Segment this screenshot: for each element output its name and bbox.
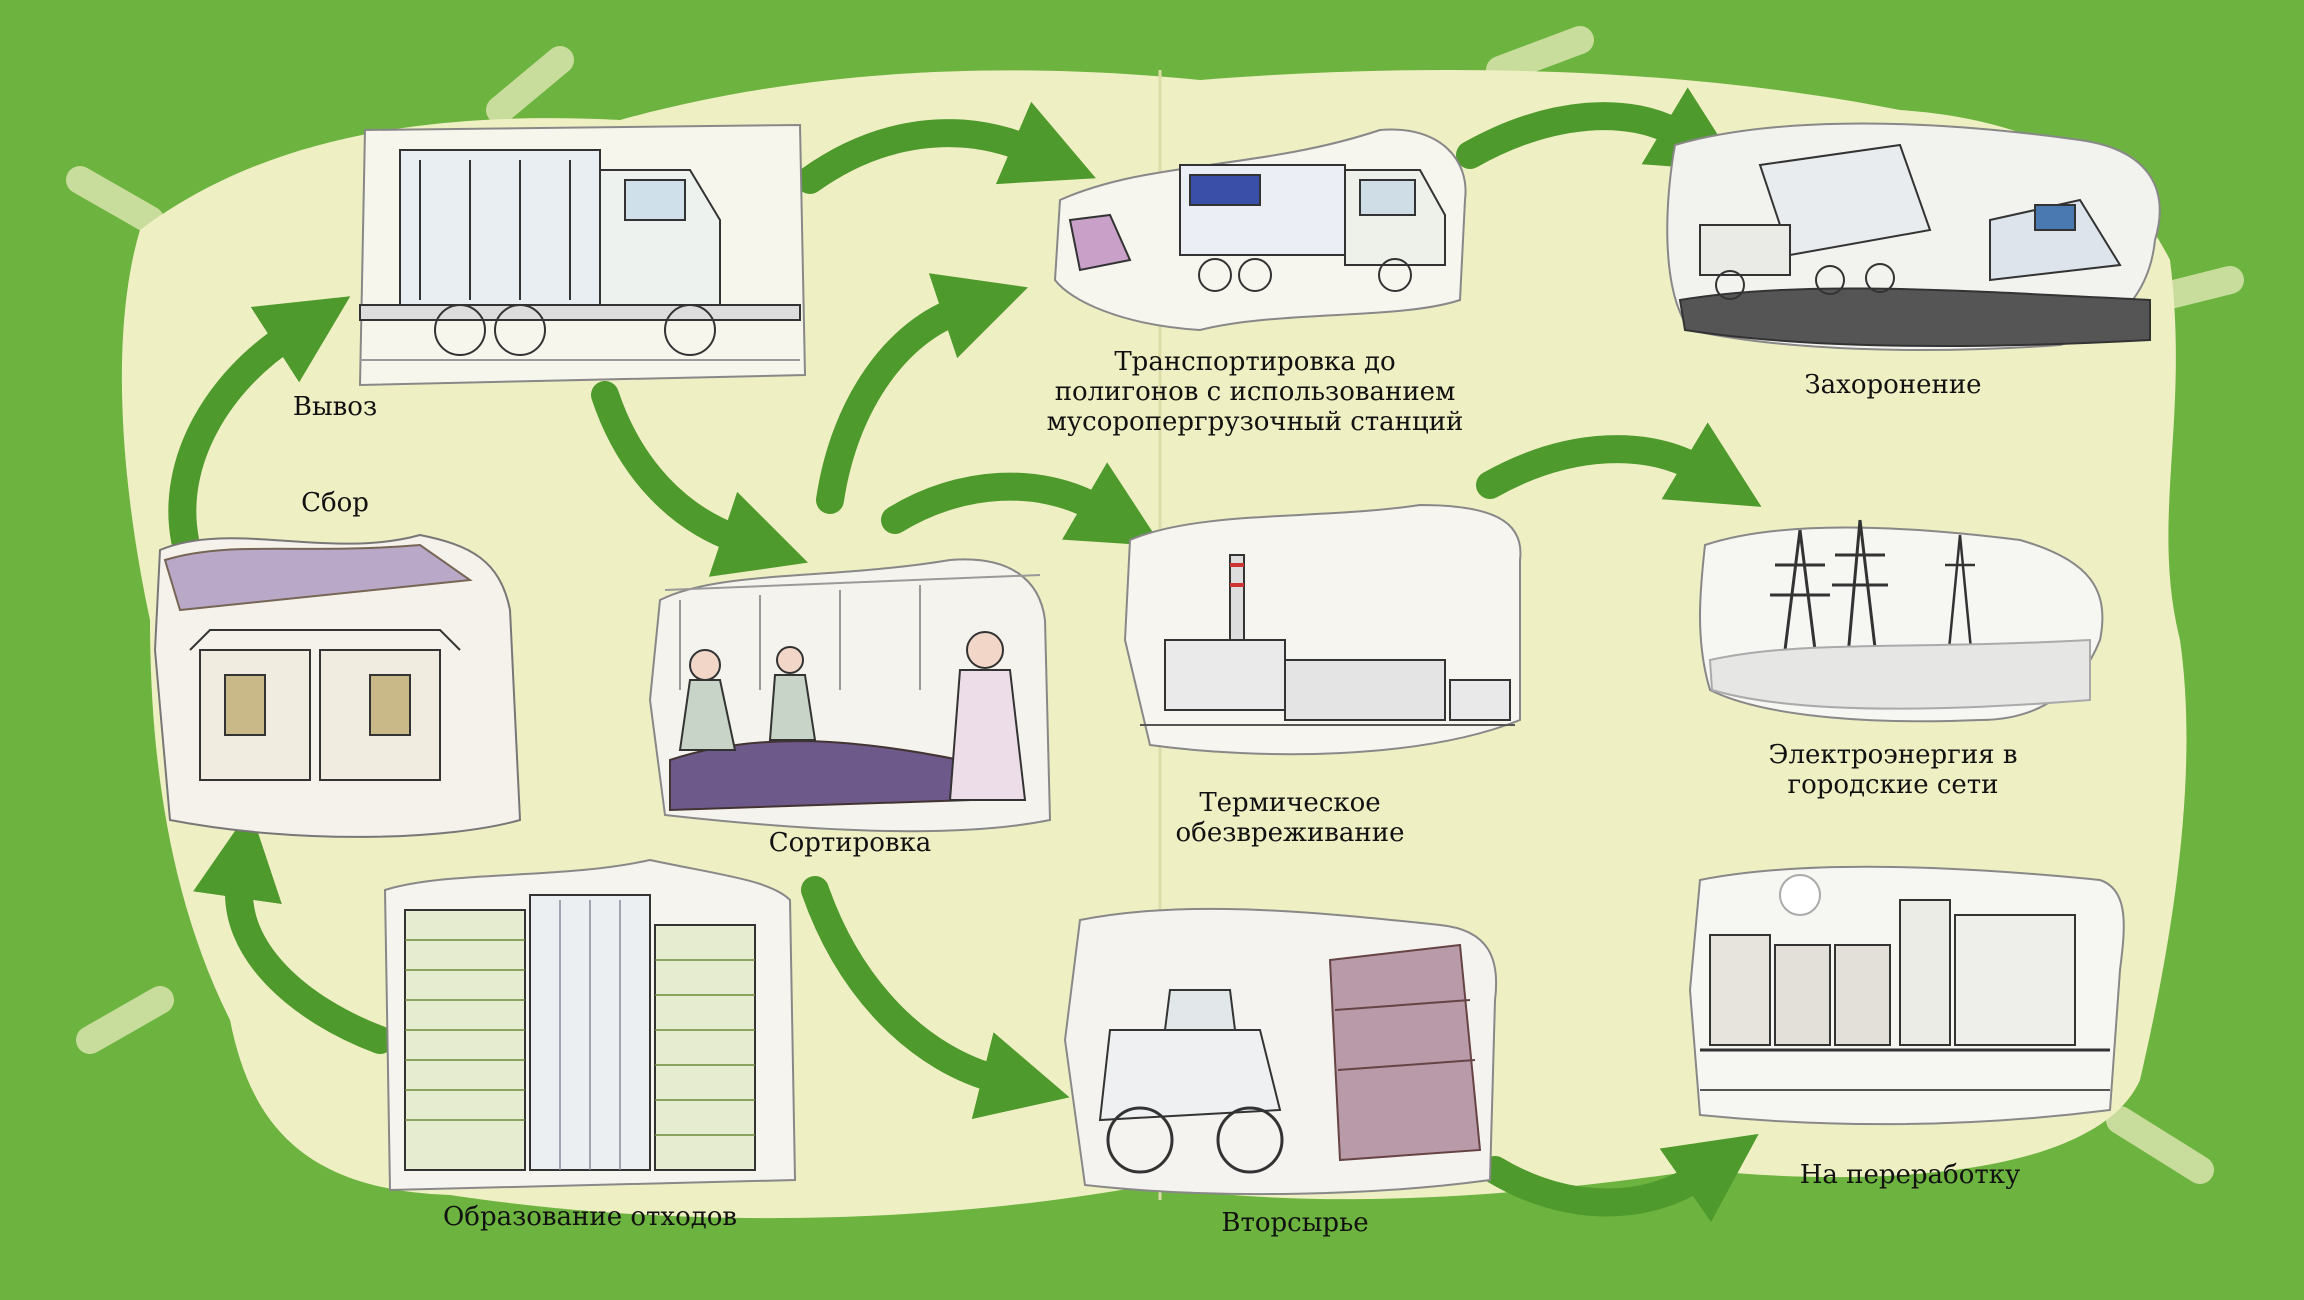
- recycling-factory-icon: [1690, 867, 2124, 1124]
- label-processing: На переработку: [1800, 1160, 2021, 1190]
- label-collection: Сбор: [301, 488, 369, 518]
- baler-loader-icon: [1065, 909, 1496, 1194]
- label-recyclables: Вторсырье: [1221, 1208, 1368, 1238]
- label-thermal: Термическое обезвреживание: [1176, 788, 1405, 848]
- apartment-building-icon: [385, 860, 795, 1190]
- landfill-dump-truck-icon: [1667, 124, 2159, 350]
- label-electricity: Электроэнергия в городские сети: [1769, 740, 2018, 800]
- label-removal: Вывоз: [293, 392, 377, 422]
- power-line-tower-icon: [1700, 520, 2102, 721]
- garbage-truck-icon: [360, 125, 805, 385]
- label-burial: Захоронение: [1804, 370, 1981, 400]
- label-waste-generation: Образование отходов: [443, 1202, 737, 1232]
- power-plant-icon: [1125, 505, 1520, 754]
- label-transport: Транспортировка до полигонов с использов…: [1047, 347, 1464, 437]
- waste-container-icon: [155, 535, 520, 837]
- sorting-workers-icon: [650, 559, 1050, 831]
- label-sorting: Сортировка: [769, 828, 932, 858]
